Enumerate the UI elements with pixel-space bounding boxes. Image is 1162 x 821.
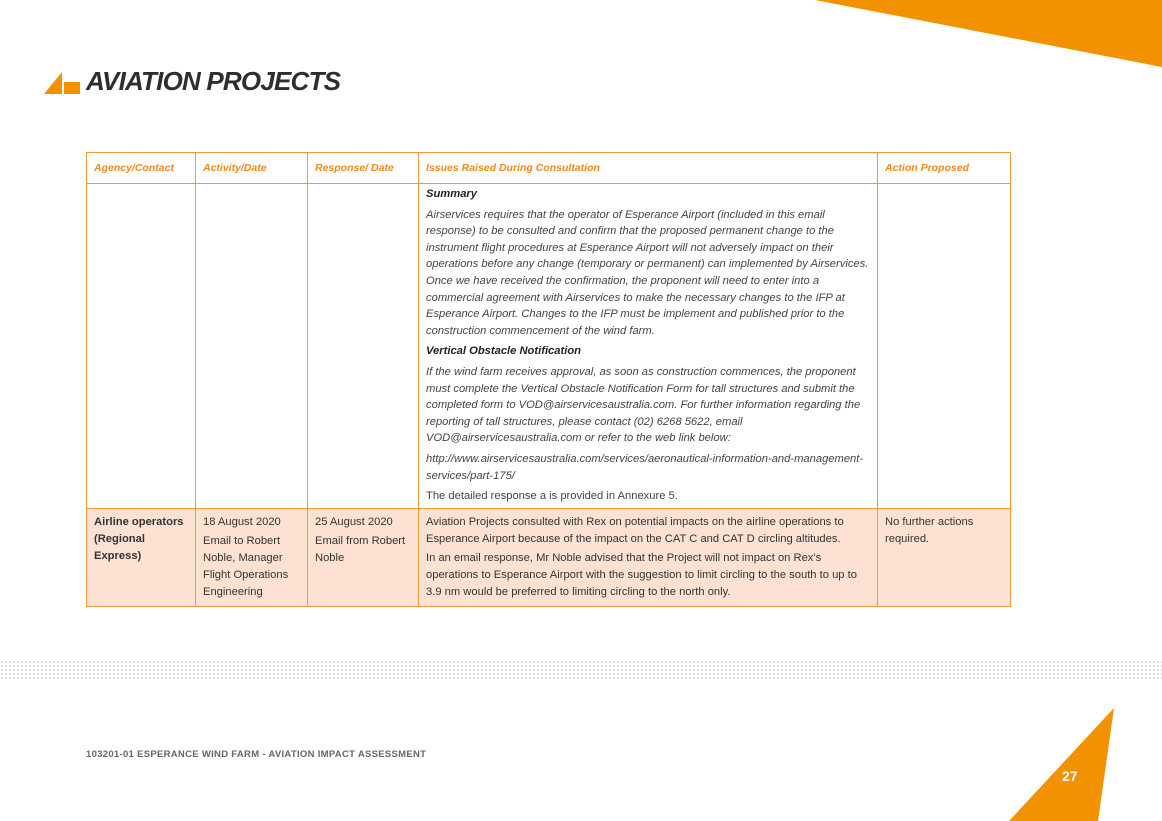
rex-activity-text: Email to Robert Noble, Manager Flight Op… xyxy=(203,534,289,598)
consultation-table: Agency/Contact Activity/Date Response/ D… xyxy=(86,152,1011,607)
airservices-agency-cell xyxy=(86,183,196,509)
header-action-proposed: Action Proposed xyxy=(877,152,1011,184)
logo-mark-icon xyxy=(44,71,80,94)
airservices-response-cell xyxy=(307,183,419,509)
airservices-action-cell xyxy=(877,183,1011,509)
page-number: 27 xyxy=(1062,768,1078,784)
bottom-corner-triangle xyxy=(1009,708,1114,821)
rex-response-date: 25 August 2020 xyxy=(315,515,393,528)
rex-issues-cell: Aviation Projects consulted with Rex on … xyxy=(418,507,878,607)
rex-issues-paragraph-2: In an email response, Mr Noble advised t… xyxy=(426,551,857,598)
logo-text: AVIATION PROJECTS xyxy=(86,66,341,96)
summary-heading: Summary xyxy=(426,188,477,200)
airservices-web-link[interactable]: http://www.airservicesaustralia.com/serv… xyxy=(426,452,864,482)
rex-agency-name: Airline operators (Regional Express) xyxy=(94,515,184,562)
top-orange-band xyxy=(815,0,1162,67)
vertical-obstacle-text: If the wind farm receives approval, as s… xyxy=(426,365,861,445)
table-header-row: Agency/Contact Activity/Date Response/ D… xyxy=(86,152,1011,184)
vertical-obstacle-heading: Vertical Obstacle Notification xyxy=(426,345,582,358)
summary-text: Airservices requires that the operator o… xyxy=(426,208,869,337)
rex-activity-cell: 18 August 2020 Email to Robert Noble, Ma… xyxy=(195,507,308,607)
rex-action-cell: No further actions required. xyxy=(877,507,1011,607)
annexure-note: The detailed response a is provided in A… xyxy=(426,490,678,503)
rex-issues-paragraph-1: Aviation Projects consulted with Rex on … xyxy=(426,515,844,545)
header-response-date: Response/ Date xyxy=(307,152,419,184)
header-agency-contact: Agency/Contact xyxy=(86,152,196,184)
table-row: Summary Airservices requires that the op… xyxy=(86,183,1011,509)
header-activity-date: Activity/Date xyxy=(195,152,308,184)
table-row: Airline operators (Regional Express) 18 … xyxy=(86,507,1011,607)
rex-action-text: No further actions required. xyxy=(885,515,974,545)
airservices-activity-cell xyxy=(195,183,308,509)
company-logo: AVIATION PROJECTS xyxy=(44,66,341,97)
rex-activity-date: 18 August 2020 xyxy=(203,515,281,528)
airservices-issues-cell: Summary Airservices requires that the op… xyxy=(418,183,878,509)
header-issues-raised: Issues Raised During Consultation xyxy=(418,152,878,184)
rex-response-text: Email from Robert Noble xyxy=(315,534,406,564)
footer-document-title: 103201-01 ESPERANCE WIND FARM - AVIATION… xyxy=(86,749,427,760)
rex-response-cell: 25 August 2020 Email from Robert Noble xyxy=(307,507,419,607)
rex-agency-cell: Airline operators (Regional Express) xyxy=(86,507,196,607)
dotted-divider xyxy=(0,660,1162,680)
